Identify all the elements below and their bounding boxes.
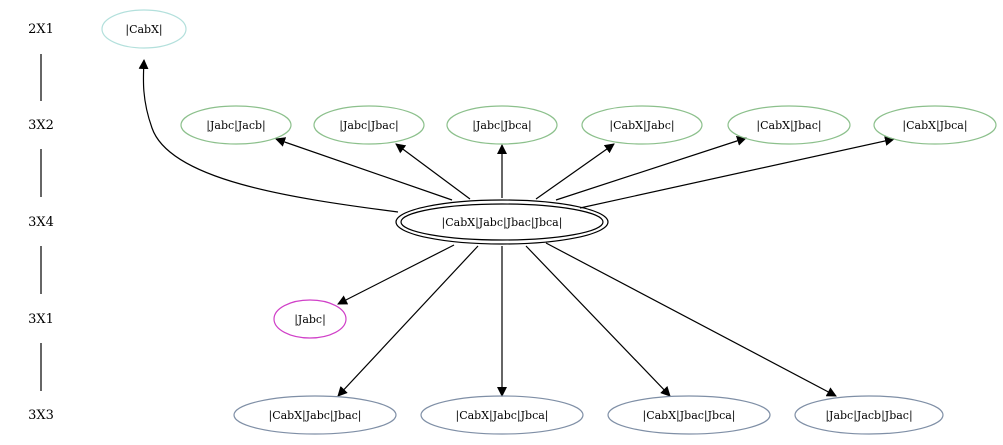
rank-axis: 2X1 3X2 3X4 3X1 3X3 (28, 22, 54, 423)
edge-center-to-jabc-jbac (395, 143, 471, 200)
node-cabx-jbac-jbca[interactable]: |CabX|Jbac|Jbca| (607, 395, 771, 435)
edge-center-to-jabc-jacb (275, 137, 453, 201)
node-cabx-jabc-jbca[interactable]: |CabX|Jabc|Jbca| (420, 395, 584, 435)
edge-center-to-jabc (337, 244, 455, 305)
node-jabc-jbac[interactable]: |Jabc|Jbac| (313, 105, 425, 145)
node-ellipse (313, 105, 425, 145)
edge-center-to-cabx (138, 59, 399, 213)
rank-label: 3X2 (28, 118, 54, 133)
node-label: |CabX| (125, 23, 162, 37)
node-cabx-jbac[interactable]: |CabX|Jbac| (727, 105, 851, 145)
rank-label: 2X1 (28, 22, 54, 37)
node-ellipse (180, 105, 292, 145)
node-jabc-jbca[interactable]: |Jabc|Jbca| (446, 105, 558, 145)
node-jabc-jacb-jbac[interactable]: |Jabc|Jacb|Jbac| (794, 395, 944, 435)
node-jabc-jacb[interactable]: |Jabc|Jacb| (180, 105, 292, 145)
node-center[interactable]: |CabX|Jabc|Jbac|Jbca| (395, 199, 609, 245)
node-jabc[interactable]: |Jabc| (273, 299, 347, 339)
node-label: |Jabc|Jbac| (339, 119, 398, 133)
node-ellipse (607, 395, 771, 435)
node-label: |Jabc|Jacb| (206, 119, 265, 133)
node-label: |CabX|Jbac|Jbca| (642, 409, 735, 423)
node-cabx-jabc[interactable]: |CabX|Jabc| (581, 105, 703, 145)
edge-center-to-cabx-jabc (535, 143, 615, 200)
node-ellipse (794, 395, 944, 435)
node-cabx-jabc-jbac[interactable]: |CabX|Jabc|Jbac| (233, 395, 397, 435)
node-ellipse (581, 105, 703, 145)
node-label: |CabX|Jabc| (609, 119, 674, 133)
node-ellipse (233, 395, 397, 435)
node-cabx-jbca[interactable]: |CabX|Jbca| (873, 105, 997, 145)
node-label: |CabX|Jabc|Jbca| (455, 409, 548, 423)
edge-center-to-cabx-jabc-jbac (337, 245, 479, 397)
node-label: |CabX|Jabc|Jbac|Jbca| (442, 216, 563, 230)
node-label: |Jabc| (294, 313, 326, 327)
edges (138, 59, 895, 397)
edge-center-to-cabx-jbac-jbca (525, 245, 671, 397)
edge-center-to-cabx-jbac (555, 136, 747, 201)
rank-label: 3X4 (28, 215, 54, 230)
node-ellipse (420, 395, 584, 435)
node-ellipse (101, 9, 187, 49)
node-label: |Jabc|Jbca| (472, 119, 531, 133)
edge-center-to-jabc-jacb-jbac (545, 242, 837, 397)
rank-label: 3X3 (28, 408, 54, 423)
node-ellipse-inner (400, 203, 604, 241)
node-ellipse (727, 105, 851, 145)
edge-center-to-cabx-jbca (579, 136, 895, 209)
rank-label: 3X1 (28, 312, 54, 327)
node-label: |CabX|Jbac| (756, 119, 821, 133)
node-label: |CabX|Jbca| (902, 119, 967, 133)
node-label: |CabX|Jabc|Jbac| (268, 409, 361, 423)
node-ellipse (273, 299, 347, 339)
node-cabx[interactable]: |CabX| (101, 9, 187, 49)
node-label: |Jabc|Jacb|Jbac| (825, 409, 912, 423)
node-ellipse-outer (395, 199, 609, 245)
node-ellipse (873, 105, 997, 145)
node-ellipse (446, 105, 558, 145)
